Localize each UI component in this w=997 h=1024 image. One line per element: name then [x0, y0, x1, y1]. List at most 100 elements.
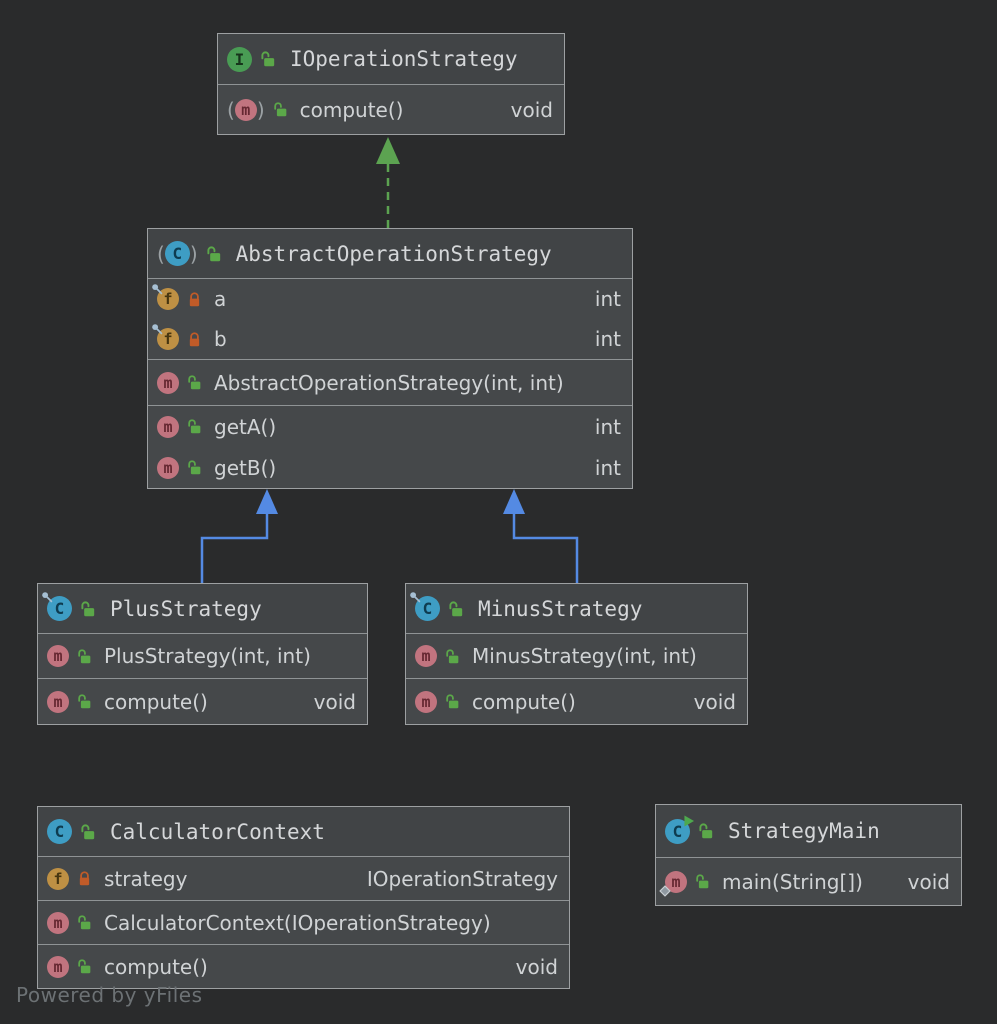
field-type: IOperationStrategy — [366, 866, 558, 891]
class-title-row[interactable]: C MinusStrategy — [406, 584, 747, 633]
class-node-ioperationstrategy[interactable]: I IOperationStrategy ( m ) compute() voi… — [217, 33, 565, 135]
field-letter: f — [157, 328, 179, 350]
abstract-class-icon: ( C ) — [157, 241, 198, 266]
method-row-compute[interactable]: m compute() void — [38, 679, 367, 724]
constructor-name: AbstractOperationStrategy(int, int) — [214, 370, 564, 395]
realization-edge-abstract-to-interface[interactable] — [376, 137, 400, 228]
methods-compartment: m getA() int m getB() int — [148, 405, 632, 488]
class-title-row[interactable]: ( C ) AbstractOperationStrategy — [148, 229, 632, 278]
public-lock-icon — [272, 101, 289, 118]
class-node-strategymain[interactable]: C StrategyMain m main(String[]) void — [655, 804, 962, 906]
method-name: compute() — [472, 689, 576, 714]
field-row-b[interactable]: f b int — [148, 319, 632, 359]
abstract-paren-open: ( — [227, 97, 235, 122]
public-lock-icon — [205, 245, 223, 263]
public-lock-icon — [79, 600, 97, 618]
method-return-type: void — [515, 954, 558, 979]
field-row-strategy[interactable]: f strategy IOperationStrategy — [38, 857, 569, 900]
method-icon: m — [415, 645, 437, 667]
methods-compartment: m compute() void — [38, 678, 367, 724]
class-icon: C — [42, 592, 72, 621]
public-lock-icon — [186, 418, 203, 435]
class-title-row[interactable]: C StrategyMain — [656, 805, 961, 857]
public-lock-icon — [447, 600, 465, 618]
class-node-calculatorcontext[interactable]: C CalculatorContext f strategy IOperatio… — [37, 806, 570, 989]
method-return-type: int — [594, 455, 621, 480]
method-letter: m — [47, 955, 69, 978]
class-icon: C — [410, 592, 440, 621]
method-row-main[interactable]: m main(String[]) void — [656, 858, 961, 905]
abstract-paren-close: ) — [256, 97, 265, 122]
class-title-row[interactable]: C CalculatorContext — [38, 807, 569, 856]
abstract-method-icon: ( m ) — [227, 98, 265, 122]
runnable-class-icon: C — [665, 814, 695, 844]
field-type: int — [594, 327, 621, 351]
field-icon: f — [152, 324, 179, 350]
class-letter: C — [47, 819, 72, 844]
methods-compartment: m compute() void — [38, 944, 569, 988]
field-icon: f — [47, 867, 69, 890]
method-row-compute[interactable]: m compute() void — [406, 679, 747, 724]
constructor-row[interactable]: m AbstractOperationStrategy(int, int) — [148, 360, 632, 405]
field-letter: f — [157, 288, 179, 310]
constructor-row[interactable]: m CalculatorContext(IOperationStrategy) — [38, 901, 569, 944]
method-row-compute[interactable]: m compute() void — [38, 945, 569, 988]
class-node-plusstrategy[interactable]: C PlusStrategy m PlusStrategy(int, int) — [37, 583, 368, 725]
private-lock-icon — [186, 331, 203, 348]
class-title: IOperationStrategy — [290, 47, 518, 71]
constructors-compartment: m MinusStrategy(int, int) — [406, 633, 747, 678]
method-letter: m — [665, 870, 687, 893]
class-title: CalculatorContext — [110, 819, 325, 844]
constructor-name: PlusStrategy(int, int) — [104, 644, 311, 668]
inheritance-edge-plus-to-abstract[interactable] — [200, 489, 278, 583]
method-letter: m — [157, 415, 179, 438]
field-icon: f — [152, 284, 179, 310]
inheritance-edge-minus-to-abstract[interactable] — [503, 489, 579, 583]
public-lock-icon — [694, 873, 711, 890]
method-letter: m — [234, 98, 257, 121]
private-lock-icon — [186, 291, 203, 308]
class-title-row[interactable]: C PlusStrategy — [38, 584, 367, 633]
field-type: int — [594, 287, 621, 311]
methods-compartment: m compute() void — [406, 678, 747, 724]
public-lock-icon — [186, 459, 203, 476]
method-name: getB() — [214, 455, 277, 480]
method-icon: m — [47, 645, 69, 667]
final-pin-icon — [152, 324, 163, 335]
method-letter: m — [47, 645, 69, 667]
abstract-paren-close: ) — [189, 241, 198, 266]
class-node-abstractoperationstrategy[interactable]: ( C ) AbstractOperationStrategy f a int — [147, 228, 633, 489]
method-name: main(String[]) — [722, 869, 863, 894]
static-method-icon: m — [659, 870, 687, 897]
methods-compartment: ( m ) compute() void — [218, 84, 564, 134]
method-icon: m — [47, 911, 69, 934]
class-letter: C — [164, 241, 190, 266]
method-row-geta[interactable]: m getA() int — [148, 406, 632, 447]
class-node-minusstrategy[interactable]: C MinusStrategy m MinusStrategy(int, int… — [405, 583, 748, 725]
method-letter: m — [415, 690, 437, 713]
method-name: getA() — [214, 414, 277, 439]
method-row-compute[interactable]: ( m ) compute() void — [218, 85, 564, 134]
method-row-getb[interactable]: m getB() int — [148, 447, 632, 488]
method-icon: m — [157, 415, 179, 438]
constructor-name: CalculatorContext(IOperationStrategy) — [104, 910, 491, 935]
public-lock-icon — [186, 374, 203, 391]
class-title: PlusStrategy — [110, 596, 262, 621]
fields-compartment: f strategy IOperationStrategy — [38, 856, 569, 900]
public-lock-icon — [76, 958, 93, 975]
constructor-row[interactable]: m MinusStrategy(int, int) — [406, 634, 747, 678]
class-title: StrategyMain — [728, 819, 880, 843]
method-return-type: void — [693, 689, 736, 714]
constructor-row[interactable]: m PlusStrategy(int, int) — [38, 634, 367, 678]
field-row-a[interactable]: f a int — [148, 279, 632, 319]
abstract-paren-open: ( — [157, 241, 165, 266]
method-name: compute() — [104, 954, 208, 979]
constructors-compartment: m CalculatorContext(IOperationStrategy) — [38, 900, 569, 944]
final-pin-icon — [410, 592, 421, 603]
interface-icon: I — [227, 46, 252, 72]
class-title-row[interactable]: I IOperationStrategy — [218, 34, 564, 84]
method-name: compute() — [299, 97, 404, 122]
methods-compartment: m main(String[]) void — [656, 857, 961, 905]
